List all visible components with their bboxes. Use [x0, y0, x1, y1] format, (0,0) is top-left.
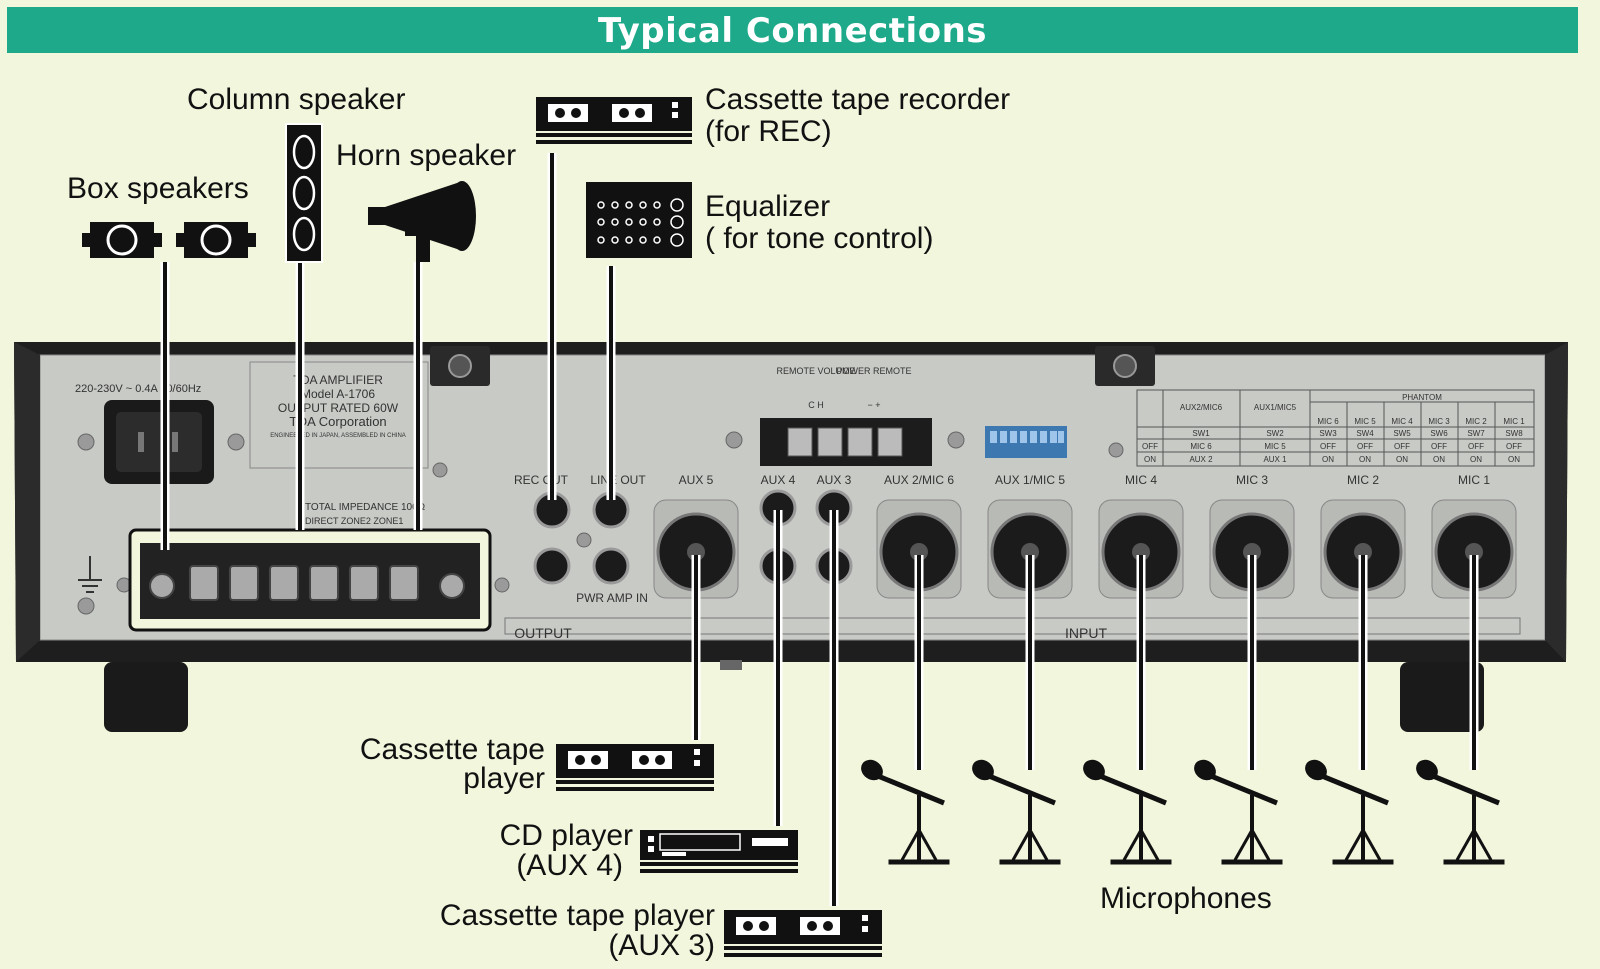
sw-col-8: SW8: [1505, 429, 1523, 438]
input-label-mic4: MIC 4: [1125, 473, 1157, 487]
on-row-2: AUX 1: [1263, 455, 1287, 464]
on-row-3: ON: [1322, 455, 1334, 464]
sw-mic-6: MIC 3: [1428, 417, 1450, 426]
on-row-5: ON: [1396, 455, 1408, 464]
sw-mic-8: MIC 1: [1503, 417, 1525, 426]
sw-col-7: SW7: [1467, 429, 1485, 438]
cassette-recorder-icon: [536, 97, 692, 144]
nameplate-line-1: TOA AMPLIFIER: [293, 373, 383, 387]
remote-volume-pins: C H: [808, 400, 824, 410]
sw-mic-5: MIC 4: [1391, 417, 1413, 426]
sw-col-3: SW3: [1319, 429, 1337, 438]
power-remote-pins: − +: [867, 400, 880, 410]
cassette-player-aux3-icon: [724, 910, 882, 957]
microphones-label: Microphones: [1100, 882, 1272, 915]
column-speaker-icon: [285, 123, 323, 263]
zones-label: DIRECT ZONE2 ZONE1: [305, 516, 403, 526]
page-title: Typical Connections: [597, 11, 988, 51]
column-speaker-label: Column speaker: [187, 83, 406, 116]
group-header-aux2: AUX2/MIC6: [1180, 403, 1223, 412]
header-banner: Typical Connections: [7, 7, 1578, 53]
off-row-4: OFF: [1357, 442, 1373, 451]
sw-col-2: SW2: [1266, 429, 1284, 438]
input-label-mic2: MIC 2: [1347, 473, 1379, 487]
horn-speaker-icon: [368, 181, 476, 262]
cd-player-label-1: CD player: [499, 819, 633, 852]
power-rating: 220-230V ~ 0.4A 50/60Hz: [75, 383, 201, 395]
cd-player-label-2: (AUX 4): [516, 849, 623, 882]
nameplate-line-2: Model A-1706: [301, 387, 375, 401]
amplifier-rear-panel: 220-230V ~ 0.4A 50/60Hz TOA AMPLIFIER Mo…: [14, 342, 1568, 732]
horn-speaker-label: Horn speaker: [336, 139, 517, 172]
box-speaker-icon: [82, 222, 256, 258]
sw-col-6: SW6: [1430, 429, 1448, 438]
sw-mic-7: MIC 2: [1465, 417, 1487, 426]
group-header-aux1: AUX1/MIC5: [1254, 403, 1297, 412]
line-out-label: LINE OUT: [590, 473, 646, 487]
remote-terminal: [760, 418, 932, 466]
input-label-mic3: MIC 3: [1236, 473, 1268, 487]
phantom-label: PHANTOM: [1402, 393, 1442, 402]
rec-out-label: REC OUT: [514, 473, 569, 487]
cassette-player-label-2: player: [463, 762, 545, 795]
sw-col-4: SW4: [1356, 429, 1374, 438]
on-row-7: ON: [1470, 455, 1482, 464]
nameplate-line-5: ENGINEERED IN JAPAN, ASSEMBLED IN CHINA: [270, 433, 406, 439]
on-row-6: ON: [1433, 455, 1445, 464]
nameplate-line-3: OUTPUT RATED 60W: [278, 401, 399, 415]
nameplate-line-4: TOA Corporation: [289, 414, 386, 429]
output-label: OUTPUT: [514, 625, 572, 641]
cassette-aux3-label-2: (AUX 3): [608, 929, 715, 962]
sw-col-1: SW1: [1192, 429, 1210, 438]
off-row-5: OFF: [1394, 442, 1410, 451]
sw-col-5: SW5: [1393, 429, 1411, 438]
cassette-player-label-1: Cassette tape: [359, 733, 545, 766]
cassette-player-icon: [556, 744, 714, 791]
off-row-1: MIC 6: [1190, 442, 1212, 451]
off-row-7: OFF: [1468, 442, 1484, 451]
sw-mic-3: MIC 6: [1317, 417, 1339, 426]
input-label-aux2-mic6: AUX 2/MIC 6: [884, 473, 954, 487]
input-label-mic1: MIC 1: [1458, 473, 1490, 487]
on-row-4: ON: [1359, 455, 1371, 464]
off-row-6: OFF: [1431, 442, 1447, 451]
equalizer-label-1: Equalizer: [705, 190, 831, 223]
microphone-icon: [861, 759, 1505, 865]
input-label-aux3: AUX 3: [817, 473, 852, 487]
off-row-3: OFF: [1320, 442, 1336, 451]
remote-volume-label: REMOTE VOLUME: [776, 366, 855, 376]
impedance-label: TOTAL IMPEDANCE 100Ω: [305, 502, 426, 513]
power-remote-label: POWER REMOTE: [836, 366, 911, 376]
off-row-8: OFF: [1506, 442, 1522, 451]
off-row-0: OFF: [1142, 442, 1158, 451]
on-row-1: AUX 2: [1189, 455, 1213, 464]
box-speakers-label: Box speakers: [67, 172, 249, 205]
cassette-recorder-label-2: (for REC): [705, 115, 832, 148]
off-row-2: MIC 5: [1264, 442, 1286, 451]
sw-mic-4: MIC 5: [1354, 417, 1376, 426]
cables: [160, 153, 1479, 906]
cassette-aux3-label-1: Cassette tape player: [439, 899, 715, 932]
pwr-amp-in-label: PWR AMP IN: [576, 591, 648, 605]
on-row-0: ON: [1144, 455, 1156, 464]
equalizer-icon: [586, 182, 692, 258]
cassette-recorder-label-1: Cassette tape recorder: [705, 83, 1011, 116]
input-label-aux5: AUX 5: [679, 473, 714, 487]
input-label-aux1-mic5: AUX 1/MIC 5: [995, 473, 1065, 487]
input-label-aux4: AUX 4: [761, 473, 796, 487]
input-label: INPUT: [1065, 625, 1107, 641]
on-row-8: ON: [1508, 455, 1520, 464]
cd-player-icon: [640, 830, 798, 873]
equalizer-label-2: ( for tone control): [705, 222, 934, 255]
